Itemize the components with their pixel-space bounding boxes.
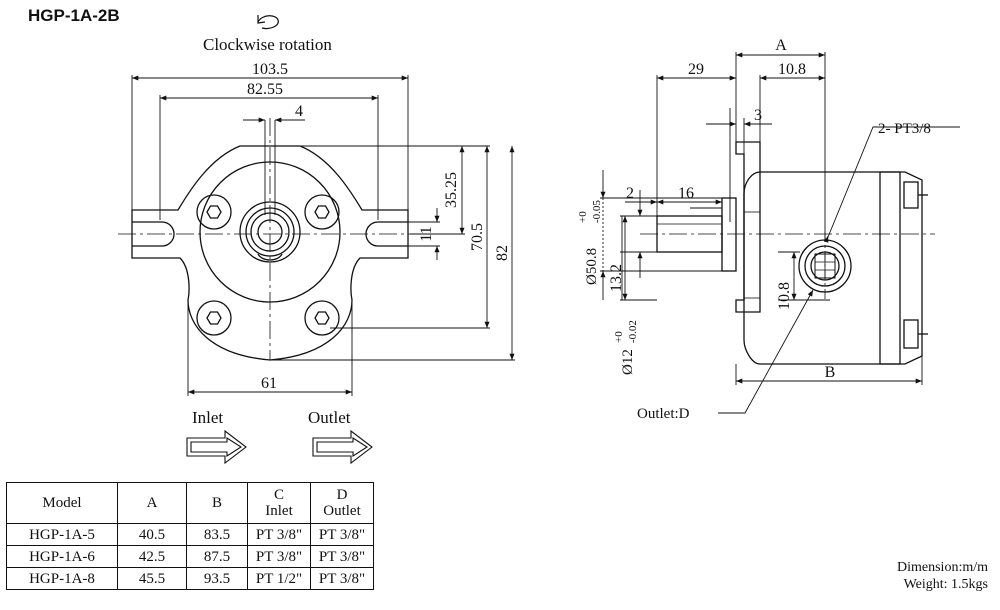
end-cover	[879, 171, 923, 365]
bolt-hex-icon	[304, 194, 340, 230]
outlet-callout: Outlet:D	[637, 406, 690, 422]
dim-13-2: 13.2	[608, 264, 625, 292]
dim-B: B	[825, 364, 836, 381]
dimension-note: Dimension:m/m	[897, 560, 988, 575]
dim-10-8-top: 10.8	[778, 61, 806, 78]
table-cell: PT 3/8"	[310, 523, 374, 546]
table-cell: HGP-1A-8	[6, 567, 118, 590]
table-header-cell: A	[117, 482, 187, 524]
table-row: HGP-1A-5 40.5 83.5 PT 3/8" PT 3/8"	[6, 523, 374, 546]
mounting-flange	[735, 141, 761, 313]
front-view	[118, 15, 425, 361]
header-sublabel: Outlet	[323, 503, 361, 519]
dim-shaft-dia: Ø12	[620, 349, 636, 375]
dim-bottom-width: 61	[261, 375, 277, 392]
dim-overall-width: 103.5	[252, 61, 288, 78]
cover-tab	[903, 319, 919, 349]
cover-tab	[903, 181, 919, 209]
dim-pilot-dia: Ø50.8	[584, 248, 600, 285]
weight-note: Weight: 1.5kgs	[903, 577, 988, 592]
header-label: B	[211, 495, 222, 511]
bolt-hex-icon	[196, 194, 232, 230]
outlet-label: Outlet	[308, 408, 351, 427]
side-view	[640, 141, 935, 365]
dim-shaft-tol-upper: +0	[613, 331, 625, 343]
dim-3: 3	[754, 107, 762, 124]
dim-top-to-center: 35.25	[443, 172, 460, 208]
dim-mid-height: 70.5	[469, 223, 486, 251]
bolt-hex-icon	[196, 300, 232, 336]
outlet-arrow-icon	[312, 429, 373, 465]
dim-bolt-width: 82.55	[247, 81, 283, 98]
table-cell: 45.5	[117, 567, 187, 590]
table-cell: PT 1/2"	[247, 567, 311, 590]
dim-10-8-side: 10.8	[776, 282, 793, 310]
dim-total-height: 82	[494, 245, 511, 261]
bolt-hex-icon	[304, 300, 340, 336]
header-label: Model	[42, 495, 82, 511]
dim-slot: 11	[418, 226, 435, 241]
table-cell: 40.5	[117, 523, 187, 546]
table-cell: 83.5	[186, 523, 248, 546]
header-label: C	[273, 487, 284, 503]
table-cell: 42.5	[117, 545, 187, 568]
rotation-label: Clockwise rotation	[203, 35, 332, 54]
dim-pilot-tol-upper: +0	[577, 211, 589, 223]
table-header-cell: Model	[6, 482, 118, 524]
inlet-label: Inlet	[192, 408, 223, 427]
dim-29: 29	[688, 61, 704, 78]
shaft-outer-ring	[239, 201, 301, 263]
pilot-boss	[721, 197, 737, 272]
inlet-arrow-icon	[186, 429, 247, 465]
table-cell: PT 3/8"	[310, 567, 374, 590]
table-cell: PT 3/8"	[310, 545, 374, 568]
dim-shaft-tol-lower: -0.02	[627, 320, 639, 343]
table-cell: 87.5	[186, 545, 248, 568]
header-label: D	[336, 487, 348, 503]
dim-A: A	[775, 37, 787, 54]
table-cell: 93.5	[186, 567, 248, 590]
dim-key: 4	[295, 103, 303, 120]
clockwise-rotation-icon	[257, 15, 279, 30]
port-callout: 2- PT3/8	[878, 121, 931, 137]
table-row: HGP-1A-6 42.5 87.5 PT 3/8" PT 3/8"	[6, 545, 374, 568]
front-dimensions	[131, 75, 515, 396]
table-header-cell: B	[186, 482, 248, 524]
model-title: HGP-1A-2B	[28, 6, 120, 25]
table-cell: PT 3/8"	[247, 545, 311, 568]
dim-pilot-tol-lower: -0.05	[591, 200, 603, 223]
header-sublabel: Inlet	[265, 503, 293, 519]
table-row: HGP-1A-8 45.5 93.5 PT 1/2" PT 3/8"	[6, 567, 374, 590]
table-cell: HGP-1A-5	[6, 523, 118, 546]
left-slot	[132, 221, 175, 247]
header-label: A	[146, 495, 158, 511]
table-cell: HGP-1A-6	[6, 545, 118, 568]
table-cell: PT 3/8"	[247, 523, 311, 546]
pump-body	[743, 171, 901, 365]
dim-16: 16	[678, 185, 694, 202]
dim-2: 2	[626, 185, 634, 202]
snap-ring	[257, 253, 283, 261]
side-dimensions	[600, 52, 960, 414]
